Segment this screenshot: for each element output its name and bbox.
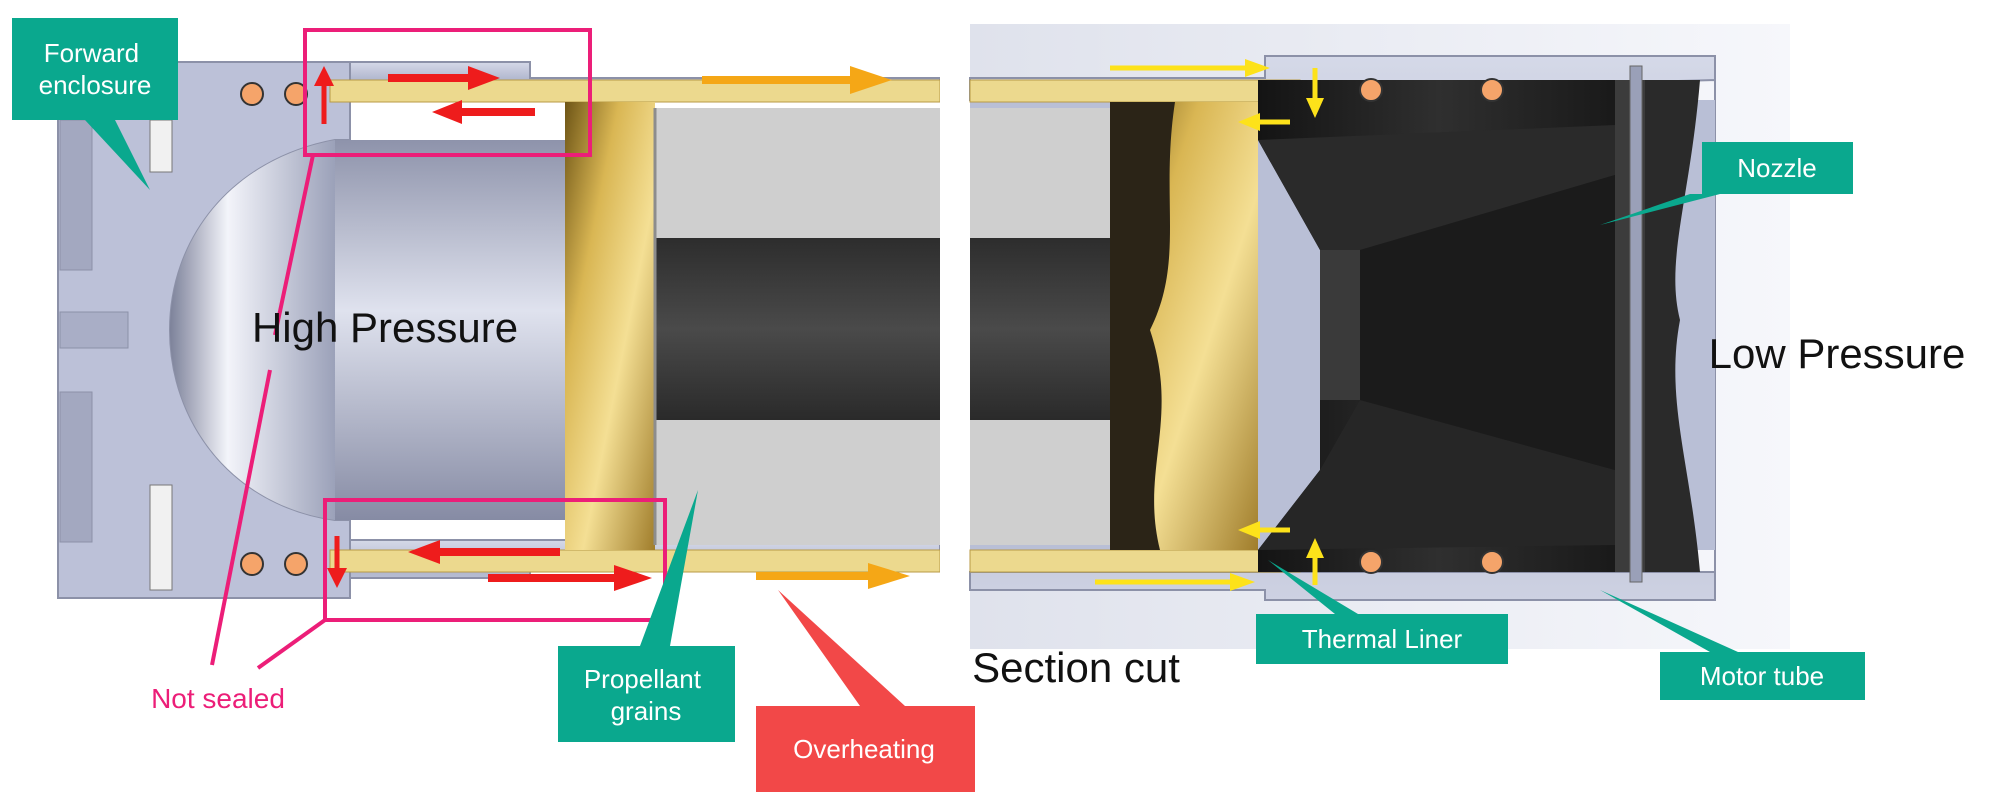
svg-text:Propellant grains: Propellant grains <box>584 664 708 726</box>
callout-propellant-line2: grains <box>611 696 682 726</box>
orange-arrow-top <box>702 66 892 94</box>
flow-arrows <box>314 59 1324 591</box>
annotation-high-pressure: High Pressure <box>252 304 518 351</box>
yellow-arrow-down-top <box>1306 68 1324 118</box>
aft-grain-end-shadow <box>1110 102 1175 550</box>
aft-propellant-top <box>970 108 1110 238</box>
section-gap <box>940 0 970 700</box>
callout-propellant-line1: Propellant <box>584 664 702 694</box>
o-ring-bottom-2 <box>284 552 308 576</box>
yellow-arrow-left-top <box>1238 113 1290 131</box>
callout-propellant-grains: Propellant grains <box>558 490 735 742</box>
callout-thermal-liner-text: Thermal Liner <box>1302 624 1463 654</box>
o-ring-aft-top-1 <box>1359 78 1383 102</box>
yellow-arrow-bottom <box>1095 573 1255 591</box>
yellow-arrow-left-bottom <box>1238 521 1290 539</box>
bulkhead-dome <box>170 140 335 520</box>
thermal-liner-bottom-right <box>969 549 1301 573</box>
callout-forward-enclosure-line2: enclosure <box>39 70 152 100</box>
red-arrow-right-top <box>388 66 500 90</box>
red-arrow-right-bottom <box>488 565 652 591</box>
o-ring-aft-bottom-2 <box>1480 550 1504 574</box>
leader-not-sealed-2 <box>210 369 272 666</box>
nozzle-throat-top <box>1258 125 1615 250</box>
nozzle-throat-bottom <box>1258 400 1615 550</box>
yellow-arrow-top <box>1110 59 1270 77</box>
callout-motor-tube-text: Motor tube <box>1700 661 1824 691</box>
o-ring-top-1 <box>240 82 264 106</box>
propellant-grain-end <box>565 102 655 550</box>
bolt-top <box>149 119 173 173</box>
retaining-clip <box>1629 65 1643 583</box>
callout-overheating-text: Overheating <box>793 734 935 764</box>
forward-enclosure-slot-bottom <box>59 391 93 543</box>
annotation-section-cut: Section cut <box>972 644 1180 691</box>
nozzle-throat <box>1320 250 1360 400</box>
thermal-liner-top-right <box>969 79 1301 103</box>
red-arrow-down <box>327 536 347 588</box>
aft-propellant-core <box>970 238 1110 420</box>
leak-box-bottom <box>323 498 667 622</box>
red-arrow-up <box>314 66 334 124</box>
red-arrow-left-top <box>432 100 535 124</box>
callout-nozzle: Nozzle <box>1600 142 1853 225</box>
forward-enclosure-port <box>59 311 129 349</box>
forward-enclosure-slot-top <box>59 119 93 271</box>
red-arrow-left-bottom <box>408 540 560 564</box>
leader-not-sealed-3 <box>256 618 327 670</box>
label-not-sealed: Not sealed <box>151 683 285 714</box>
propellant-grain-bottom <box>655 420 940 545</box>
callout-overheating: Overheating <box>756 590 975 792</box>
aft-propellant-bottom <box>970 420 1110 545</box>
leader-not-sealed-1 <box>273 154 315 336</box>
aft-motor-tube-shell-top <box>969 55 1716 601</box>
orange-arrow-bottom <box>756 563 910 589</box>
forward-section <box>10 10 941 650</box>
callout-motor-tube: Motor tube <box>1600 590 1865 700</box>
o-ring-aft-bottom-1 <box>1359 550 1383 574</box>
aft-section <box>969 24 1790 649</box>
callout-thermal-liner: Thermal Liner <box>1256 560 1508 664</box>
o-ring-aft-top-2 <box>1480 78 1504 102</box>
callout-forward-enclosure-line1: Forward <box>44 38 139 68</box>
propellant-core <box>655 238 940 420</box>
yellow-arrow-up-bottom <box>1306 538 1324 585</box>
bolt-bottom <box>149 484 173 591</box>
leak-box-top <box>303 28 592 157</box>
callout-forward-enclosure: Forward enclosure <box>12 18 178 190</box>
o-ring-bottom-1 <box>240 552 264 576</box>
annotation-low-pressure: Low Pressure <box>1709 330 1966 377</box>
nozzle-exit-cone <box>1360 175 1615 470</box>
aft-exit-region <box>1645 80 1700 572</box>
propellant-grain-top <box>655 108 940 238</box>
svg-text:Forward enclosure: Forward enclosure <box>39 38 152 100</box>
bulkhead-cylinder <box>335 140 565 520</box>
callout-nozzle-text: Nozzle <box>1737 153 1816 183</box>
